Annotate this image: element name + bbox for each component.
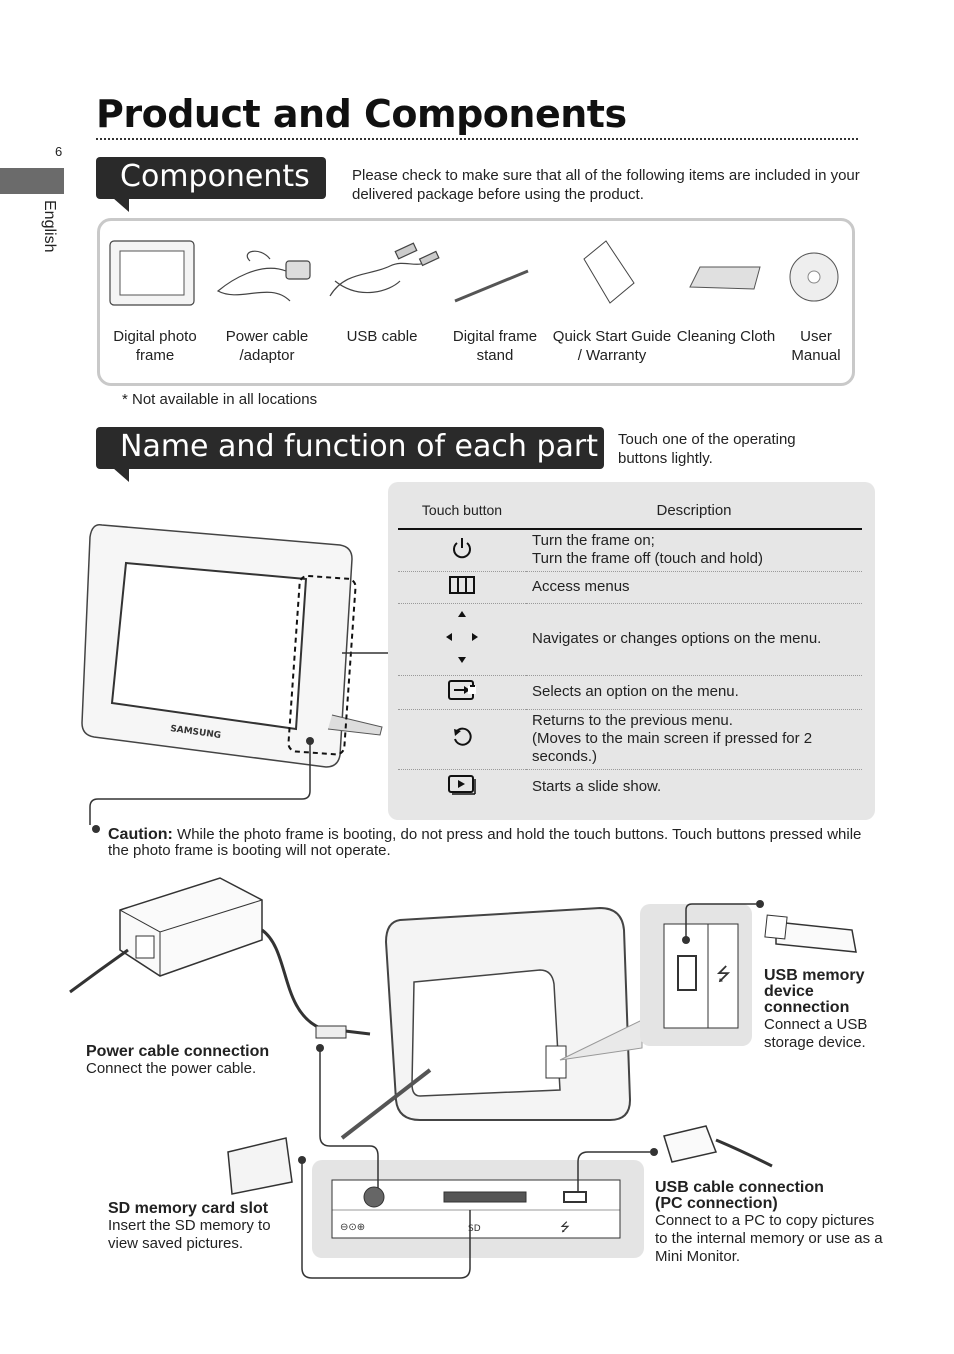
table-row: Returns to the previous menu.(Moves to t… xyxy=(398,709,862,770)
connections-illustration: ⭍ ⊖⊙⊕ SD ⭍ xyxy=(69,877,857,1279)
caution-note: Caution: While the photo frame is bootin… xyxy=(108,827,868,859)
back-icon xyxy=(398,709,526,770)
components-heading: Components xyxy=(96,157,326,199)
row-description: Selects an option on the menu. xyxy=(526,675,862,710)
sd-port-label: SD xyxy=(468,1224,481,1234)
component-label: User Manual xyxy=(791,328,841,364)
guide-icon xyxy=(583,240,635,304)
sd-slot-label: SD memory card slot Insert the SD memory… xyxy=(108,1200,271,1253)
table-header: Touch button Description xyxy=(398,492,862,530)
usb-cable-icon xyxy=(329,242,440,297)
title-divider xyxy=(96,138,858,140)
row-description: Navigates or changes options on the menu… xyxy=(526,603,862,676)
component-icons xyxy=(109,240,839,306)
slideshow-icon xyxy=(398,769,526,805)
component-label: USB cable xyxy=(346,328,418,345)
frame-back-illustration xyxy=(340,906,643,1140)
row-description: Returns to the previous menu.(Moves to t… xyxy=(526,709,862,770)
row-description: Turn the frame on;Turn the frame off (to… xyxy=(526,529,862,572)
side-tab xyxy=(0,168,64,194)
photo-frame-icon xyxy=(109,240,195,306)
table-row: Navigates or changes options on the menu… xyxy=(398,603,862,676)
heading-notch xyxy=(113,198,129,212)
parts-intro: Touch one of the operating buttons light… xyxy=(618,431,796,467)
caution-text: While the photo frame is booting, do not… xyxy=(108,826,862,859)
frame-front-illustration: SAMSUNG xyxy=(81,524,402,833)
sd-card-illustration xyxy=(227,1137,293,1195)
menu-icon xyxy=(398,571,526,604)
usb-stick-illustration xyxy=(764,914,857,953)
component-label: Power cable /adaptor xyxy=(225,328,309,364)
svg-text:⊖⊙⊕: ⊖⊙⊕ xyxy=(340,1222,365,1233)
usb-pc-cable-illustration xyxy=(663,1125,773,1168)
table-header-cell: Description xyxy=(526,492,862,530)
row-description: Starts a slide show. xyxy=(532,778,662,796)
cloth-icon xyxy=(689,266,761,290)
usb-symbol-icon: ⭍ xyxy=(716,964,731,985)
stand-icon xyxy=(454,269,529,303)
caution-label: Caution: xyxy=(108,826,173,843)
page-title: Product and Components xyxy=(96,92,627,136)
component-label: Cleaning Cloth xyxy=(676,328,776,345)
page-number: 6 xyxy=(55,144,63,159)
power-adaptor-icon xyxy=(216,250,311,302)
component-label: Quick Start Guide / Warranty xyxy=(552,328,672,364)
enter-icon xyxy=(398,675,526,710)
table-row: Starts a slide show. xyxy=(398,769,862,805)
table-row: Turn the frame on;Turn the frame off (to… xyxy=(398,529,862,572)
availability-note: * Not available in all locations xyxy=(122,391,318,408)
table-header-cell: Touch button xyxy=(398,492,526,530)
side-language-label: English xyxy=(41,200,58,253)
table-row: Selects an option on the menu. xyxy=(398,675,862,710)
heading-notch xyxy=(113,468,129,482)
power-icon xyxy=(398,529,526,572)
table-row: Access menus xyxy=(398,571,862,604)
svg-text:⭍: ⭍ xyxy=(560,1220,570,1234)
parts-heading: Name and function of each part xyxy=(96,427,604,469)
direction-arrows-icon xyxy=(398,603,526,676)
touch-button-table: Touch button Description Turn the frame … xyxy=(398,492,862,805)
usb-pc-label: USB cable connection(PC connection) Conn… xyxy=(655,1179,883,1266)
power-adaptor-illustration xyxy=(69,877,371,1039)
row-description: Access menus xyxy=(526,571,862,604)
components-intro: Please check to make sure that all of th… xyxy=(352,167,860,203)
component-label: Digital photo frame xyxy=(113,328,197,364)
components-box: Digital photo frame Power cable /adaptor… xyxy=(97,218,855,386)
cd-icon xyxy=(789,252,839,302)
component-label: Digital frame stand xyxy=(452,328,538,364)
